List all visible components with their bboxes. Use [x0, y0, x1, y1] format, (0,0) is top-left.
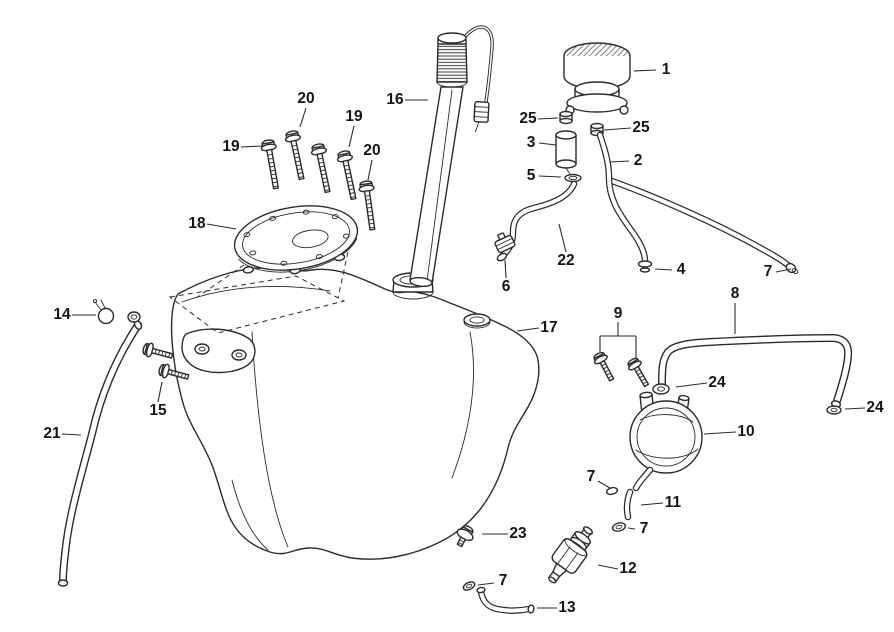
callout-label: 16 — [386, 91, 404, 108]
callout-label: 21 — [43, 425, 61, 442]
part-pump-bolts — [590, 349, 654, 390]
part-wire-clamp — [92, 298, 115, 325]
callout-label: 8 — [731, 285, 740, 302]
callout-leader-line — [597, 564, 619, 570]
callout-leader-line — [640, 502, 664, 506]
callout-label: 22 — [557, 252, 574, 269]
callout-leader-line — [675, 382, 708, 388]
callout-leader-line — [597, 480, 611, 489]
projection-dashed-lines — [168, 251, 349, 334]
callout-label: 7 — [499, 572, 508, 589]
part-tank-cover-plate — [233, 205, 359, 275]
callout-leader-line — [61, 433, 82, 436]
callout-label: 19 — [345, 108, 363, 125]
callout-label: 25 — [632, 119, 650, 136]
callout-leader-line — [633, 69, 657, 72]
callout-label: 7 — [640, 520, 649, 537]
callout-label: 23 — [509, 525, 527, 542]
callout-label: 24 — [708, 374, 726, 391]
part-tube-11 — [623, 488, 634, 521]
callout-label: 3 — [527, 134, 536, 151]
part-tube-22 — [496, 180, 578, 262]
callout-label: 10 — [737, 423, 754, 440]
part-vent-hose — [608, 177, 799, 275]
callout-leader-line — [609, 160, 630, 163]
callout-leader-line — [603, 127, 632, 131]
callout-leader-line — [367, 159, 373, 181]
part-oring-upper — [605, 486, 619, 496]
callout-label: 19 — [222, 138, 240, 155]
part-fuel-pump — [629, 391, 703, 492]
part-oring-lower — [611, 522, 627, 532]
callout-label: 1 — [662, 61, 671, 78]
callout-label: 7 — [764, 263, 773, 280]
callout-leader-line — [240, 145, 263, 148]
callout-leader-line — [299, 107, 307, 128]
tank-mount-bracket — [181, 328, 256, 374]
callout-label: 20 — [363, 142, 380, 159]
part-washer — [127, 311, 141, 323]
callout-label: 4 — [677, 261, 686, 278]
callout-label: 14 — [53, 306, 71, 323]
callout-leader-line — [538, 142, 557, 146]
callout-leader-line — [775, 268, 792, 273]
part-fuel-filter — [547, 526, 593, 584]
callout-label: 6 — [502, 278, 511, 295]
part-hose-clamp-6 — [494, 232, 516, 254]
callout-label: 9 — [614, 305, 623, 322]
part-drain-bolt — [456, 525, 474, 548]
callout-label: 25 — [519, 110, 537, 127]
part-fitting-24-right — [826, 405, 842, 415]
callout-label: 24 — [866, 399, 884, 416]
callout-label: 18 — [188, 215, 206, 232]
part-grommet-25-left — [559, 110, 573, 125]
callout-leader-line — [348, 125, 355, 148]
callout-leader-line — [844, 407, 866, 410]
callout-label: 17 — [540, 319, 557, 336]
callout-leader-line — [558, 223, 567, 253]
callout-leader-line — [627, 527, 636, 530]
part-fuel-tank — [170, 267, 540, 560]
part-fuel-gauge-sender — [409, 25, 494, 288]
part-valve-3 — [555, 130, 577, 175]
callout-label: 5 — [527, 167, 536, 184]
callout-label: 15 — [149, 402, 167, 419]
part-tube-2 — [596, 131, 653, 268]
callout-leader-line — [206, 223, 237, 230]
callout-leader-line — [516, 327, 540, 332]
tank-fitting-boss — [463, 313, 491, 329]
callout-leader-line — [654, 268, 673, 271]
callout-leader-line — [504, 259, 507, 279]
part-grommet-5 — [564, 173, 582, 183]
callout-label: 11 — [665, 494, 682, 511]
part-hose-joint-4 — [639, 267, 651, 273]
part-fuel-cap-assembly — [563, 42, 631, 115]
part-elbow-hose-13 — [476, 586, 535, 614]
part-fuel-hose-long — [57, 320, 143, 587]
part-fitting-24-left — [652, 383, 670, 395]
callout-leader-line — [538, 175, 562, 178]
callout-label: 12 — [619, 560, 636, 577]
part-oring-elbow — [462, 581, 476, 591]
callout-label: 2 — [634, 152, 643, 169]
callout-leader-line — [477, 582, 495, 586]
callout-leader-line — [157, 381, 163, 403]
callout-label: 13 — [558, 599, 576, 616]
callout-leader-line — [537, 117, 559, 120]
gauge-connector — [473, 101, 490, 133]
callout-leader-line — [703, 431, 737, 435]
callout-label: 20 — [297, 90, 314, 107]
part-fuel-hose-8 — [658, 333, 853, 408]
callout-label: 7 — [587, 468, 596, 485]
